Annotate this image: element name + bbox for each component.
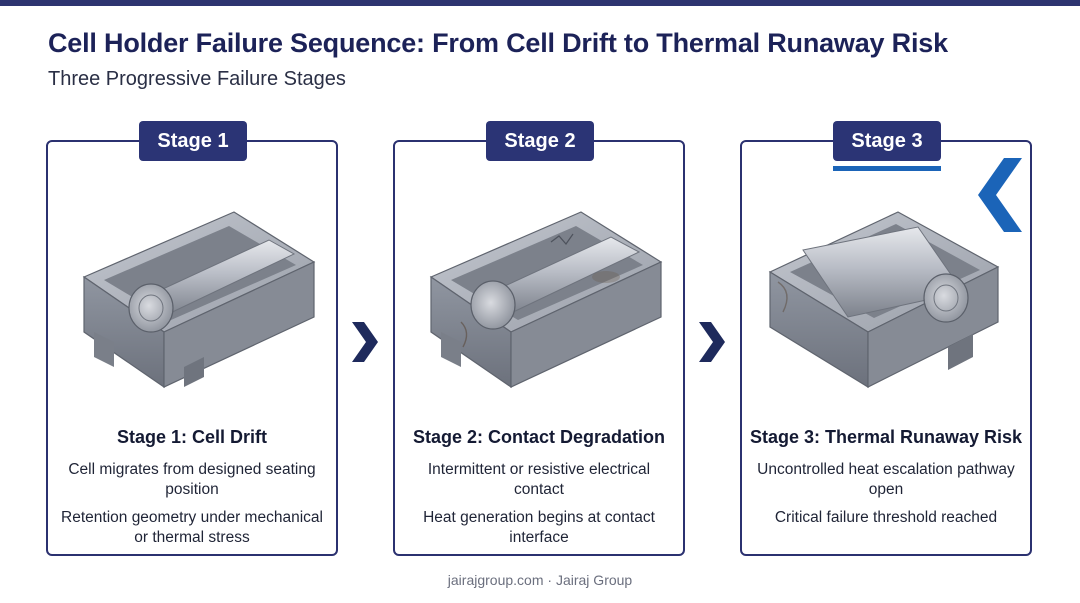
page-title: Cell Holder Failure Sequence: From Cell … (48, 28, 948, 58)
stage-3-description-2: Critical failure threshold reached (774, 509, 998, 526)
chevron-right-icon (352, 322, 378, 362)
stage-3-active-underline (833, 166, 941, 171)
footer-site-link[interactable]: jairajgroup.com (447, 572, 544, 588)
chevron-right-icon (699, 322, 725, 362)
stage-1-description-1: Cell migrates from designed seating posi… (68, 461, 316, 498)
stage-3-card: Stage 3: Thermal Runaway Risk Uncontroll… (740, 140, 1032, 556)
footer-brand: Jairaj Group (555, 572, 633, 588)
chevron-left-icon (978, 158, 1022, 232)
footer-separator: · (547, 572, 553, 588)
stage-2-title: Stage 2: Contact Degradation (412, 427, 666, 447)
stage-3-description-1: Uncontrolled heat escalation pathway ope… (757, 461, 1015, 498)
stage-3-title: Stage 3: Thermal Runaway Risk (749, 427, 1023, 447)
stage-1-description-2: Retention geometry under mechanical or t… (61, 509, 323, 546)
stage-2-badge: Stage 2 (486, 121, 594, 161)
stage-1-card: Stage 1: Cell Drift Cell migrates from d… (46, 140, 338, 556)
page-subtitle: Three Progressive Failure Stages (48, 68, 346, 90)
stage-1-title: Stage 1: Cell Drift (116, 427, 268, 447)
footer: jairajgroup.com · Jairaj Group (0, 572, 1080, 588)
stage-1-badge: Stage 1 (139, 121, 247, 161)
stage-2-description-1: Intermittent or resistive electrical con… (427, 461, 651, 498)
stage-3-badge: Stage 3 (833, 121, 941, 161)
top-accent-bar (0, 0, 1080, 6)
cell-holder-thermal-runaway-illustration (768, 211, 1000, 389)
cell-holder-degradation-illustration (429, 211, 663, 389)
cell-holder-drift-illustration (82, 211, 316, 389)
stage-2-card: Stage 2: Contact Degradation Intermitten… (393, 140, 685, 556)
stage-2-description-2: Heat generation begins at contact interf… (423, 509, 655, 546)
